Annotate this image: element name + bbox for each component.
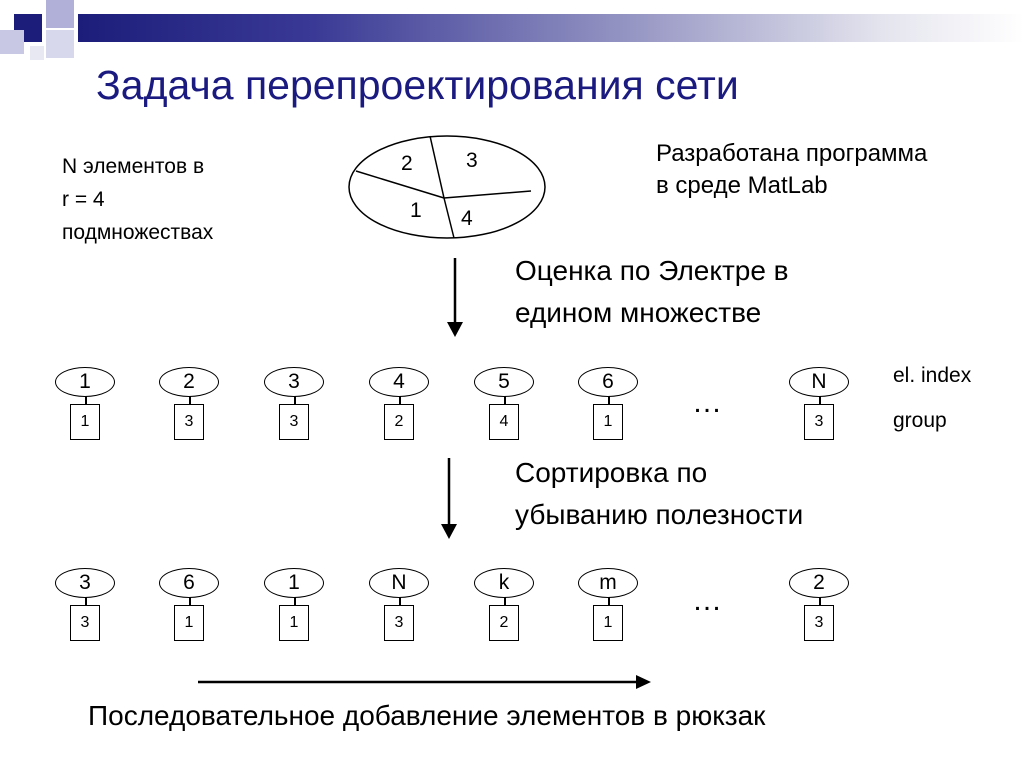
row2-last-node: 2 bbox=[789, 568, 849, 598]
row2-last-group-box: 3 bbox=[804, 605, 834, 641]
row2-node: m bbox=[578, 568, 638, 598]
footer-text: Последовательное добавление элементов в … bbox=[88, 700, 766, 731]
corner-square-3 bbox=[0, 30, 24, 54]
row1-node: 6 bbox=[578, 367, 638, 397]
pie-label-2: 2 bbox=[401, 152, 413, 175]
row1-last-group-box: 3 bbox=[804, 404, 834, 440]
corner-square-2 bbox=[46, 0, 74, 28]
arrow-right bbox=[198, 675, 651, 689]
row2-group-box: 3 bbox=[70, 605, 100, 641]
row1-group-box: 4 bbox=[489, 404, 519, 440]
row1-node: 5 bbox=[474, 367, 534, 397]
row2-node: N bbox=[369, 568, 429, 598]
row2-node: 3 bbox=[55, 568, 115, 598]
program-note: Разработана программа в среде MatLab bbox=[656, 138, 927, 202]
row2-node: 6 bbox=[159, 568, 219, 598]
row1-node: 2 bbox=[159, 367, 219, 397]
arrow-down-2 bbox=[441, 458, 457, 539]
intro-line-2: r = 4 bbox=[62, 188, 105, 211]
row1-node: 1 bbox=[55, 367, 115, 397]
row2-node: k bbox=[474, 568, 534, 598]
row1-group-box: 3 bbox=[174, 404, 204, 440]
program-note-line-1: Разработана программа bbox=[656, 140, 928, 167]
pie-label-1: 1 bbox=[410, 199, 422, 222]
intro-text: N элементов в r = 4 подмножествах bbox=[62, 150, 213, 249]
row2-node: 1 bbox=[264, 568, 324, 598]
row2-group-box: 1 bbox=[174, 605, 204, 641]
row2-group-box: 1 bbox=[279, 605, 309, 641]
corner-square-5 bbox=[30, 46, 44, 60]
pie-label-4: 4 bbox=[461, 207, 473, 230]
step2-line-1: Сортировка по bbox=[515, 457, 708, 488]
step1-line-2: едином множестве bbox=[515, 297, 762, 328]
row2-group-box: 1 bbox=[593, 605, 623, 641]
intro-line-1: N элементов в bbox=[62, 155, 205, 178]
arrow-down-1 bbox=[447, 258, 463, 337]
row1-node: 3 bbox=[264, 367, 324, 397]
program-note-line-2: в среде MatLab bbox=[656, 172, 828, 199]
step2-line-2: убыванию полезности bbox=[515, 499, 804, 530]
row1-ellipsis: … bbox=[692, 386, 726, 419]
row1-last-node: N bbox=[789, 367, 849, 397]
partition-pie bbox=[348, 135, 546, 239]
row1-node: 4 bbox=[369, 367, 429, 397]
row1-group-box: 1 bbox=[593, 404, 623, 440]
pie-label-3: 3 bbox=[466, 149, 478, 172]
corner-square-4 bbox=[46, 30, 74, 58]
step1-text: Оценка по Электре в едином множестве bbox=[515, 250, 789, 334]
legend-group-label: group bbox=[893, 409, 947, 432]
row2-ellipsis: … bbox=[692, 584, 726, 617]
row2-group-box: 3 bbox=[384, 605, 414, 641]
row2-group-box: 2 bbox=[489, 605, 519, 641]
page-title: Задача перепроектирования сети bbox=[96, 62, 739, 108]
step1-line-1: Оценка по Электре в bbox=[515, 255, 789, 286]
header-bar bbox=[78, 14, 1024, 42]
step2-text: Сортировка по убыванию полезности bbox=[515, 452, 803, 536]
row1-group-box: 1 bbox=[70, 404, 100, 440]
intro-line-3: подмножествах bbox=[62, 221, 214, 244]
row1-group-box: 2 bbox=[384, 404, 414, 440]
legend-index-label: el. index bbox=[893, 364, 972, 387]
row1-group-box: 3 bbox=[279, 404, 309, 440]
